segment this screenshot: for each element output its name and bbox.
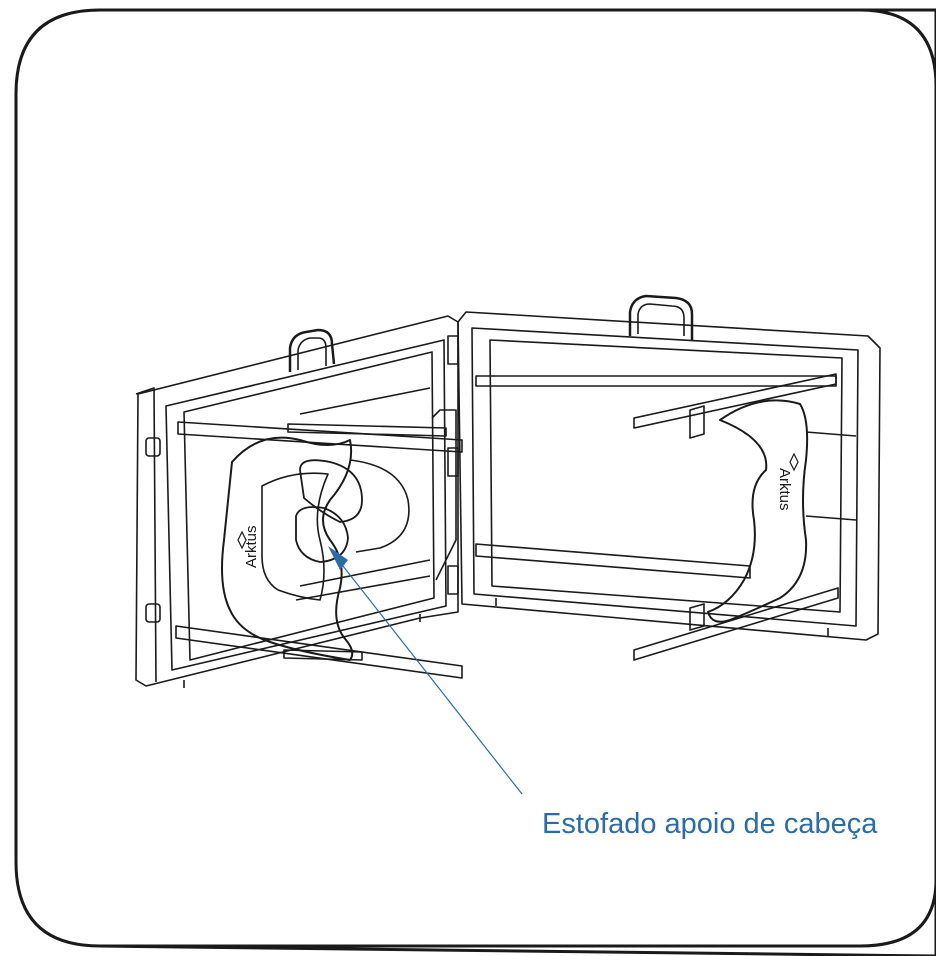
headrest-cushion: [299, 459, 363, 523]
left-diagonal-struts: [295, 387, 431, 601]
right-face-cradle: [707, 399, 809, 623]
left-latch-bottom: [145, 603, 161, 623]
callout-leader-line: [331, 551, 523, 795]
rounded-border-bottom-right: [100, 879, 936, 948]
left-bottom-bar: [283, 649, 363, 661]
massage-table-illustration: [135, 294, 881, 688]
headrest-cushion-band: [349, 459, 410, 553]
hinge-mid: [447, 447, 459, 477]
right-case-inner: [471, 327, 859, 627]
hinge-bottom: [447, 565, 459, 595]
right-top-bar: [633, 373, 837, 429]
left-top-rail: [177, 421, 463, 453]
left-vertical-brace: [431, 409, 457, 581]
right-case-outer: [457, 311, 881, 641]
left-case-inner-2: [183, 351, 435, 661]
left-latch-top: [145, 437, 161, 457]
left-logo-star-icon: [237, 530, 247, 550]
right-crossbar-top: [805, 431, 857, 521]
left-case-inner: [165, 339, 447, 671]
left-bottom-rail: [175, 625, 463, 679]
right-logo-text: Arktus: [776, 468, 793, 511]
left-face-cradle: [221, 436, 354, 661]
right-bottom-bar: [633, 587, 839, 661]
left-handle: [288, 328, 336, 372]
right-blocks: [689, 405, 705, 631]
left-case-outer: [135, 315, 459, 687]
right-bottom-rail: [475, 543, 751, 579]
rounded-border-frame: [14, 8, 936, 956]
left-top-bar: [287, 423, 447, 437]
rounded-border-top-right: [859, 8, 936, 87]
left-case-edge: [135, 387, 157, 683]
right-handle: [628, 294, 694, 340]
left-handle-inner: [297, 337, 327, 370]
left-face-cradle-inner: [261, 472, 329, 601]
right-logo-star-icon: [789, 452, 799, 472]
callout-label: Estofado apoio de cabeça: [542, 808, 878, 840]
right-handle-inner: [637, 303, 685, 336]
right-case-inner-2: [489, 339, 843, 613]
hinge-top: [447, 335, 459, 365]
right-top-rail: [475, 375, 837, 387]
left-logo-text: Arktus: [243, 525, 260, 568]
feet: [183, 598, 829, 688]
callout-arrowhead: [328, 546, 348, 570]
headrest-cushion-lower: [295, 506, 349, 563]
